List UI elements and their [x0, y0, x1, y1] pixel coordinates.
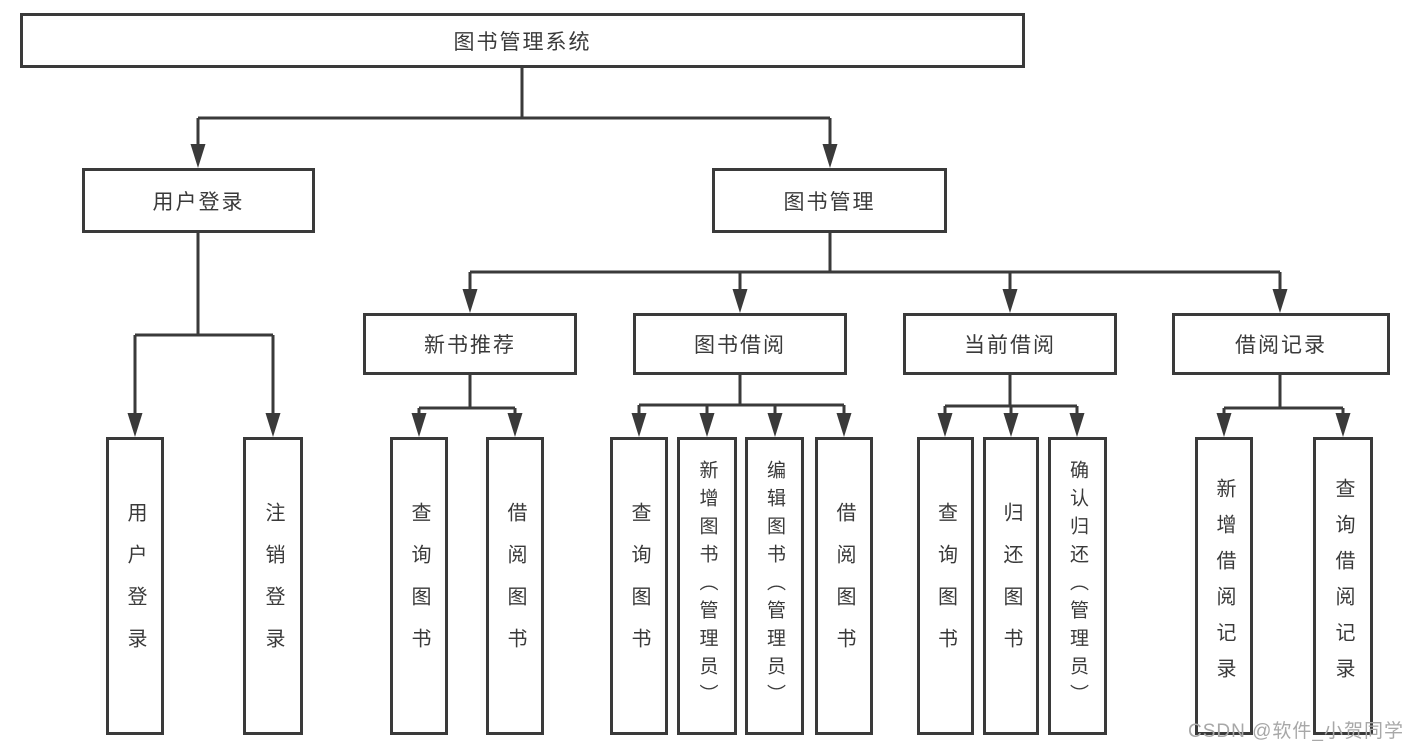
leaf-user-login: 用户登录 [106, 437, 164, 735]
node-label: 借阅记录 [1235, 334, 1327, 357]
leaf-label: 确认归还（管理员） [1067, 460, 1088, 712]
leaf-return-books: 归还图书 [983, 437, 1039, 735]
leaf-borrow-books: 借阅图书 [815, 437, 873, 735]
leaf-label: 用户登录 [124, 502, 146, 670]
leaf-query-books-borrow: 查询图书 [610, 437, 668, 735]
leaf-label: 新增借阅记录 [1213, 478, 1235, 694]
leaf-logout: 注销登录 [243, 437, 303, 735]
leaf-label: 查询图书 [628, 502, 650, 670]
node-label: 图书借阅 [694, 334, 786, 357]
leaf-label: 新增图书（管理员） [696, 460, 718, 712]
leaf-label: 查询借阅记录 [1332, 478, 1354, 694]
node-label: 图书管理 [783, 190, 876, 214]
leaf-label: 编辑图书（管理员） [764, 460, 785, 712]
node-library-management-system: 图书管理系统 [20, 13, 1025, 68]
node-user-login: 用户登录 [82, 168, 315, 233]
leaf-label: 查询图书 [934, 502, 957, 670]
node-new-book-recommend: 新书推荐 [363, 313, 577, 375]
leaf-query-books-recommend: 查询图书 [390, 437, 448, 735]
leaf-add-books-admin: 新增图书（管理员） [677, 437, 737, 735]
leaf-label: 归还图书 [1000, 502, 1022, 670]
edge-user-login-split [127, 233, 281, 437]
leaf-confirm-return-admin: 确认归还（管理员） [1048, 437, 1107, 735]
edge-book-borrow-split [631, 375, 852, 437]
node-current-borrow: 当前借阅 [903, 313, 1117, 375]
node-borrow-records: 借阅记录 [1172, 313, 1390, 375]
leaf-label: 借阅图书 [833, 502, 855, 670]
leaf-label: 注销登录 [262, 502, 284, 670]
edge-root-split [190, 68, 838, 168]
leaf-query-borrow-record: 查询借阅记录 [1313, 437, 1373, 735]
csdn-watermark: CSDN @软件_小贺同学 [1188, 721, 1404, 742]
leaf-add-borrow-record: 新增借阅记录 [1195, 437, 1253, 735]
node-label: 用户登录 [152, 190, 245, 214]
node-label: 当前借阅 [964, 334, 1056, 357]
edge-current-borrow-split [937, 375, 1085, 437]
leaf-label: 查询图书 [408, 502, 430, 670]
node-label: 新书推荐 [424, 334, 516, 357]
node-book-borrow: 图书借阅 [633, 313, 847, 375]
edge-book-management-split [462, 233, 1288, 313]
leaf-edit-books-admin: 编辑图书（管理员） [745, 437, 804, 735]
edge-new-book-recommend-split [411, 375, 523, 437]
leaf-borrow-books-recommend: 借阅图书 [486, 437, 544, 735]
leaf-label: 借阅图书 [504, 502, 526, 670]
edge-borrow-records-split [1216, 375, 1351, 437]
node-label: 图书管理系统 [453, 30, 592, 54]
node-book-management: 图书管理 [712, 168, 947, 233]
leaf-query-books-current: 查询图书 [917, 437, 974, 735]
